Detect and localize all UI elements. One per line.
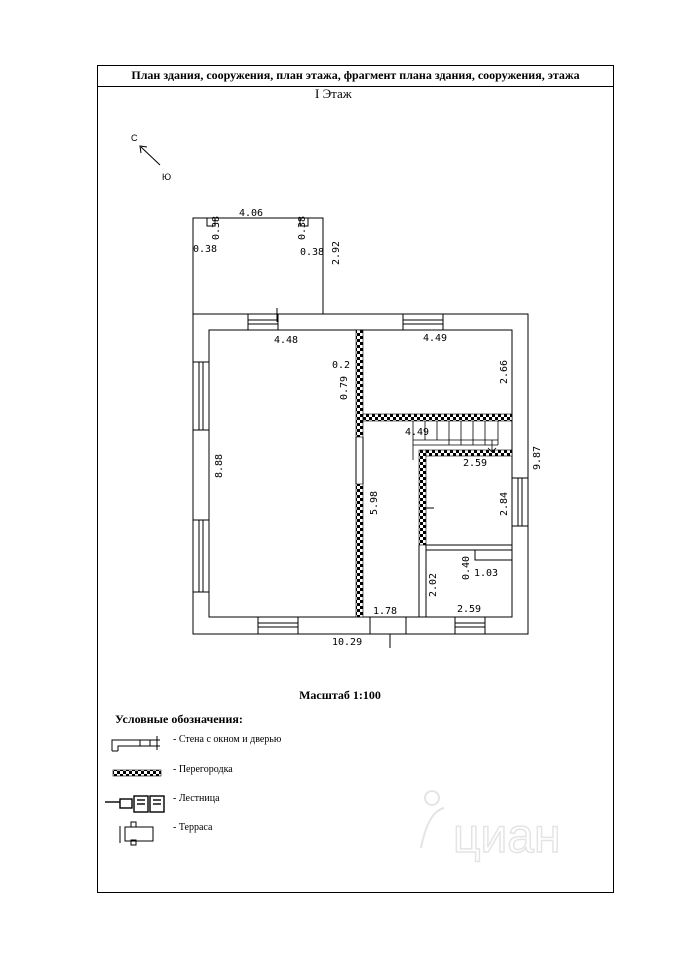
- compass-north-label: С: [131, 133, 138, 143]
- compass-arrow: [139, 145, 161, 166]
- dim-corridor-depth: 5.98: [369, 491, 380, 515]
- legend-item-partition: - Перегородка: [173, 764, 233, 775]
- dim-room-right-top-width: 4.49: [423, 333, 447, 344]
- dim-terrace-right-b: 0.38: [300, 247, 324, 258]
- partitions: [355, 329, 513, 618]
- legend-item-wall: - Стена с окном и дверью: [173, 734, 282, 745]
- drawing-frame: [97, 65, 614, 893]
- legend-terrace-symbol: [119, 821, 154, 846]
- dim-terrace-right-a: 0.38: [297, 216, 308, 240]
- entrance-door: [369, 616, 407, 648]
- interior-walls: [355, 437, 512, 617]
- dim-corridor-width: 1.78: [373, 606, 397, 617]
- dim-terrace-depth: 2.92: [331, 241, 342, 265]
- dim-stair-width: 4.49: [405, 427, 429, 438]
- scale-label: Масштаб 1:100: [299, 688, 381, 702]
- dim-bottom-room-width: 2.59: [457, 604, 481, 615]
- legend-title: Условные обозначения:: [115, 712, 243, 726]
- dim-closet-width: 1.03: [474, 568, 498, 579]
- dim-room-right-top-depth: 2.66: [499, 360, 510, 384]
- dim-building-depth: 9.87: [532, 446, 543, 470]
- dim-partition-small: 0.2: [332, 360, 350, 371]
- watermark-text: циан: [453, 810, 561, 863]
- legend-item-terrace: - Терраса: [173, 822, 213, 833]
- dim-room-left-depth: 8.88: [214, 454, 225, 478]
- dim-terrace-left-a: 0.38: [211, 216, 222, 240]
- legend-stair-symbol: [105, 795, 165, 813]
- dim-closet-offset: 0.40: [461, 556, 472, 580]
- watermark-logo: циан: [420, 790, 561, 864]
- page-title: План здания, сооружения, план этажа, фра…: [97, 65, 614, 87]
- legend-item-stairs: - Лестница: [173, 793, 220, 804]
- dim-terrace-left-b: 0.38: [193, 244, 217, 255]
- dim-building-width: 10.29: [332, 637, 362, 648]
- dim-lower-room-depth: 2.02: [428, 573, 439, 597]
- terrace: [192, 217, 324, 314]
- dim-partition-offset: 0.79: [339, 376, 350, 400]
- legend-partition-symbol: [112, 769, 162, 777]
- dim-room-left-width: 4.48: [274, 335, 298, 346]
- legend-wall-symbol: [111, 736, 160, 752]
- dim-mid-room-depth: 2.84: [499, 492, 510, 516]
- staircase: [412, 421, 499, 460]
- windows: [192, 313, 529, 635]
- compass-south-label: Ю: [162, 172, 171, 182]
- floor-label: I Этаж: [315, 86, 352, 101]
- dim-terrace-width: 4.06: [239, 208, 263, 219]
- dim-mid-room-width: 2.59: [463, 458, 487, 469]
